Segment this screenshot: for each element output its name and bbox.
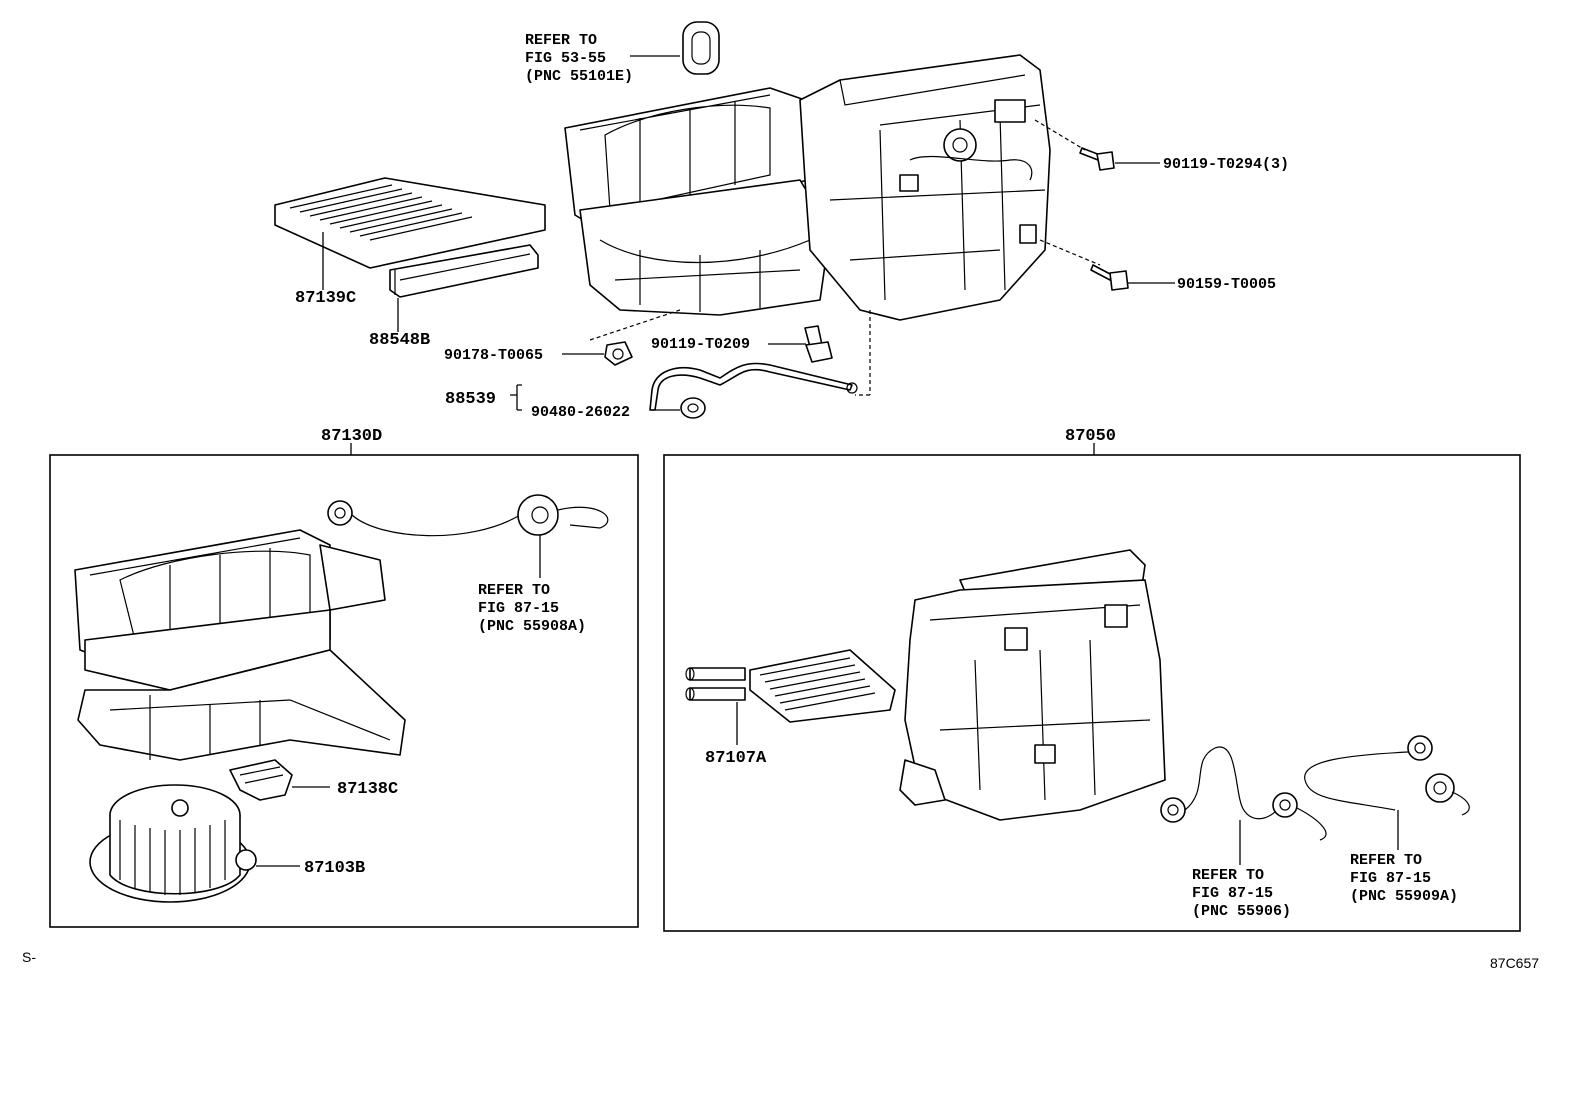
label-90119-T0294: 90119-T0294(3) [1163,156,1289,173]
refer-55909A-line3: (PNC 55909A) [1350,888,1458,905]
screw-90119-T0294 [1079,147,1115,171]
blower-motor-part [89,784,257,903]
grommet-part [682,21,720,75]
servo-harness-55906 [1160,746,1327,841]
bolt-90119-T0209 [804,325,833,363]
air-filter-part [274,177,546,269]
refer-55906-line2: FIG 87-15 [1192,885,1273,902]
drain-hose-part [649,362,858,411]
servo-harness-55909A [1304,735,1470,816]
heater-case-assembly [899,549,1166,821]
refer-blower-line1: REFER TO [478,582,550,599]
nut-90178-T0065 [604,341,633,366]
blower-wire-harness [327,494,609,537]
refer-55909A-line1: REFER TO [1350,852,1422,869]
refer-top-line3: (PNC 55101E) [525,68,633,85]
label-87139C: 87139C [295,289,356,308]
refer-top-line1: REFER TO [525,32,597,49]
blower-resistor-part [229,759,293,801]
label-88548B: 88548B [369,331,430,350]
callout-refer-top: REFER TO FIG 53-55 (PNC 55101E) [525,32,633,85]
box-87130D [49,454,639,928]
corner-label-left: S- [22,949,36,965]
refer-blower-line3: (PNC 55908A) [478,618,586,635]
label-90159-T0005: 90159-T0005 [1177,276,1276,293]
clamp-90480-26022 [680,397,706,419]
filter-holder-part [389,244,539,298]
figure-code: 87C657 [1490,955,1539,971]
hvac-unit-assembly [564,54,1051,321]
label-87138C: 87138C [337,780,398,799]
refer-55906-line1: REFER TO [1192,867,1264,884]
label-87107A: 87107A [705,749,767,768]
label-87130D: 87130D [321,427,382,446]
callout-refer-blower: REFER TO FIG 87-15 (PNC 55908A) [478,582,586,635]
blower-unit-assembly [74,529,406,761]
callout-refer-55906: REFER TO FIG 87-15 (PNC 55906) [1192,867,1291,920]
refer-55906-line3: (PNC 55906) [1192,903,1291,920]
heater-core-part [685,649,896,723]
label-90119-T0209: 90119-T0209 [651,336,750,353]
label-90178-T0065: 90178-T0065 [444,347,543,364]
screw-90159-T0005 [1090,264,1129,291]
refer-top-line2: FIG 53-55 [525,50,606,67]
refer-blower-line2: FIG 87-15 [478,600,559,617]
label-87050: 87050 [1065,427,1116,446]
label-90480-26022: 90480-26022 [531,404,630,421]
box-87050 [663,454,1521,932]
refer-55909A-line2: FIG 87-15 [1350,870,1431,887]
label-88539: 88539 [445,390,496,409]
label-87103B: 87103B [304,859,365,878]
callout-refer-55909A: REFER TO FIG 87-15 (PNC 55909A) [1350,852,1458,905]
